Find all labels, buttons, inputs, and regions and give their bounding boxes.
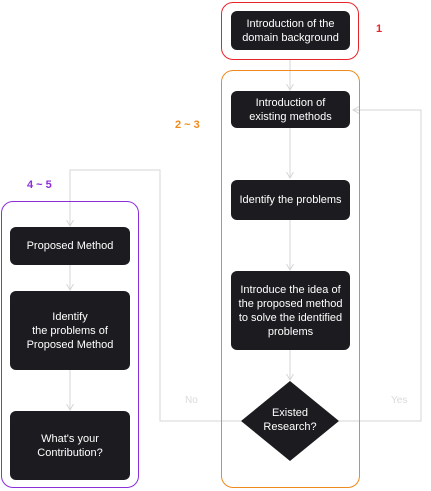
group-2-3-frame [221,70,360,488]
group-4-5-label: 4 ~ 5 [27,179,52,191]
connector-no-path [70,169,241,422]
node-contribution: What's your Contribution? [10,411,130,480]
group-1-label: 1 [376,23,383,35]
connector-yes-loop [339,110,422,422]
node-intro-domain: Introduction of the domain background [231,11,350,50]
node-proposed-method: Proposed Method [10,227,130,265]
group-4-5-frame [1,201,139,488]
group-2-3-label: 2 ~ 3 [175,119,200,131]
edge-label-no: No [185,395,198,406]
edge-label-yes: Yes [391,395,408,406]
node-identify-proposed: Identify the problems of Proposed Method [10,291,130,370]
node-existed-research-label: Existed Research? [263,407,317,433]
decision-diamond [241,381,339,461]
group-1-frame [221,2,359,60]
node-introduce-idea: Introduce the idea of the proposed metho… [231,271,350,350]
node-identify-problems: Identify the problems [231,180,350,220]
node-intro-existing: Introduction of existing methods [231,91,350,128]
